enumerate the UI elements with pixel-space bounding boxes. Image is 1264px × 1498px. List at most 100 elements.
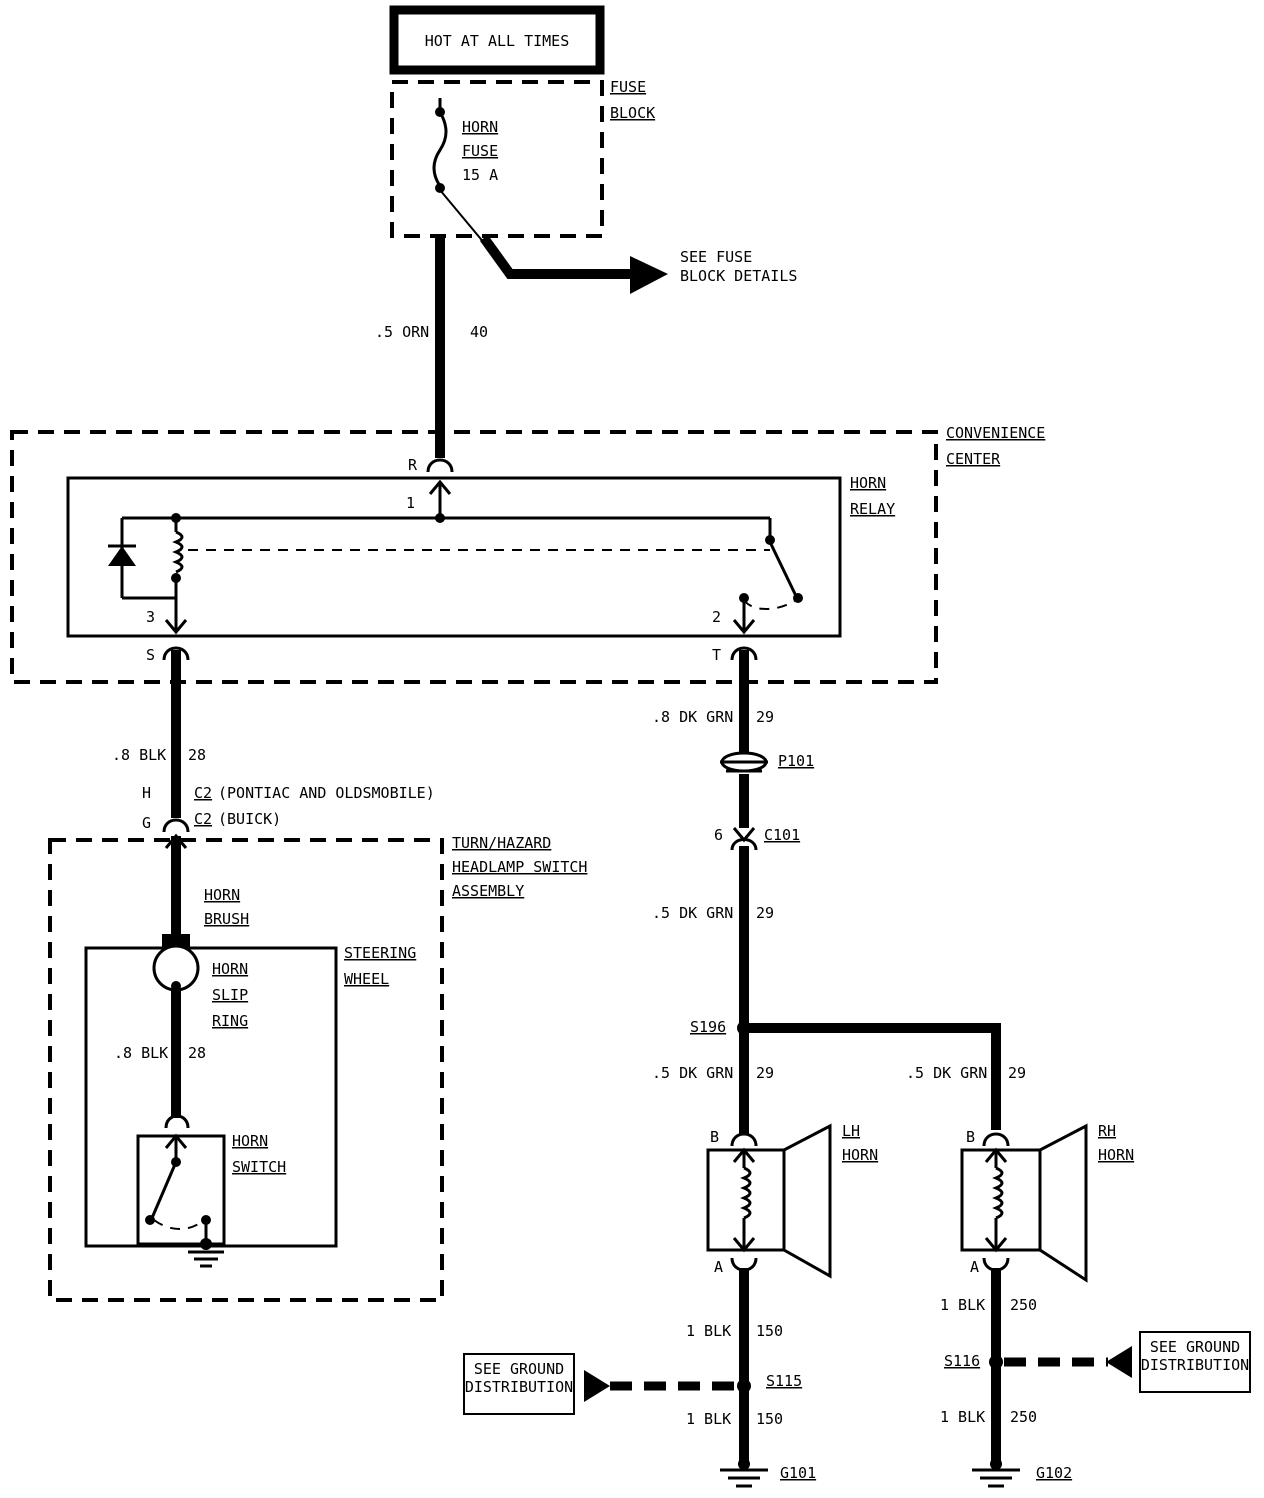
wire-dkgrn-29-c101-gauge: .5 DK GRN bbox=[652, 904, 733, 922]
c101-pin: 6 bbox=[714, 826, 723, 844]
s115-label: S115 bbox=[766, 1372, 802, 1390]
s196-label: S196 bbox=[690, 1018, 726, 1036]
relay-terminal-2: 2 bbox=[712, 608, 721, 626]
wire-blk-150-upper-circuit: 150 bbox=[756, 1322, 783, 1340]
c2-variant-1: (PONTIAC AND OLDSMOBILE) bbox=[218, 784, 435, 802]
horn-fuse-name-2: FUSE bbox=[462, 142, 498, 160]
convenience-center-title-1: CONVENIENCE bbox=[946, 424, 1045, 442]
horn-relay-title-1: HORN bbox=[850, 474, 886, 492]
steering-wheel: STEERING WHEEL bbox=[84, 944, 416, 1248]
wire-orn-40-circuit: 40 bbox=[470, 323, 488, 341]
lh-horn-pin-a: A bbox=[714, 1258, 723, 1276]
rh-horn-pin-b: B bbox=[966, 1128, 975, 1146]
g101-label: G101 bbox=[780, 1464, 816, 1482]
ground-ref-left-2: DISTRIBUTION bbox=[465, 1378, 573, 1396]
horn-switch-label-2: SWITCH bbox=[232, 1158, 286, 1176]
wire-dkgrn-29-relay-circuit: 29 bbox=[756, 708, 774, 726]
convenience-pin-t: T bbox=[712, 646, 721, 664]
c101-label: C101 bbox=[764, 826, 800, 844]
turn-hazard-title-3: ASSEMBLY bbox=[452, 882, 524, 900]
ground-ref-right-box bbox=[1139, 1331, 1251, 1393]
c2-pin-g: G bbox=[142, 814, 151, 832]
lh-horn-bell-icon bbox=[782, 1123, 832, 1279]
fuse-block-ref-2: BLOCK DETAILS bbox=[680, 267, 797, 285]
horn-relay: HORN RELAY 1 3 2 bbox=[66, 474, 895, 638]
g102-label: G102 bbox=[1036, 1464, 1072, 1482]
convenience-pin-r: R bbox=[408, 456, 418, 474]
ground-ref-left-arrow-icon bbox=[584, 1370, 610, 1402]
horn-fuse-rating: 15 A bbox=[462, 166, 498, 184]
relay-terminal-1: 1 bbox=[406, 494, 415, 512]
relay-diode-icon bbox=[108, 546, 136, 566]
connector-s bbox=[162, 646, 190, 661]
p101-label: P101 bbox=[778, 752, 814, 770]
connector-r bbox=[426, 458, 454, 473]
wire-blk-150-lower-circuit: 150 bbox=[756, 1410, 783, 1428]
relay-terminal-3: 3 bbox=[146, 608, 155, 626]
lh-horn-label-1: LH bbox=[842, 1122, 860, 1140]
wire-blk-250-lower-gauge: 1 BLK bbox=[940, 1408, 985, 1426]
ground-ref-right-1: SEE GROUND bbox=[1150, 1338, 1240, 1356]
fuse-block-title-1: FUSE bbox=[610, 78, 646, 96]
connector-t bbox=[730, 646, 758, 661]
connector-c101: 6 C101 bbox=[714, 826, 800, 851]
steering-wheel-label-1: STEERING bbox=[344, 944, 416, 962]
rh-horn-pin-a: A bbox=[970, 1258, 979, 1276]
wire-blk-150-upper-gauge: 1 BLK bbox=[686, 1322, 731, 1340]
ground-g102-icon bbox=[972, 1458, 1020, 1488]
connector-p101: P101 bbox=[720, 751, 814, 773]
turn-hazard-title-1: TURN/HAZARD bbox=[452, 834, 551, 852]
turn-hazard-headlamp-switch-assembly: TURN/HAZARD HEADLAMP SWITCH ASSEMBLY bbox=[48, 834, 587, 1302]
splice-s115: S115 bbox=[737, 1372, 802, 1393]
wire-orn-40-gauge: .5 ORN bbox=[375, 323, 429, 341]
wire-dkgrn-29-lh-gauge: .5 DK GRN bbox=[652, 1064, 733, 1082]
wire-blk-250-upper-circuit: 250 bbox=[1010, 1296, 1037, 1314]
wire-dkgrn-29-c101-circuit: 29 bbox=[756, 904, 774, 922]
wire-dkgrn-29-relay-gauge: .8 DK GRN bbox=[652, 708, 733, 726]
s116-label: S116 bbox=[944, 1352, 980, 1370]
rh-horn-coil-icon bbox=[992, 1166, 1004, 1220]
fuse-block-title-2: BLOCK bbox=[610, 104, 655, 122]
wire-blk-250-upper-gauge: 1 BLK bbox=[940, 1296, 985, 1314]
lh-horn-coil-icon bbox=[740, 1166, 752, 1220]
c2-name-2: C2 bbox=[194, 810, 212, 828]
hot-at-all-times-box: HOT AT ALL TIMES bbox=[389, 5, 605, 75]
convenience-center: CONVENIENCE CENTER R bbox=[10, 424, 1045, 684]
rh-horn-bell-icon bbox=[1038, 1123, 1088, 1283]
horn-slip-ring-label-2: SLIP bbox=[212, 986, 248, 1004]
horn-switch: HORN SWITCH bbox=[136, 1132, 286, 1250]
c2-name-1: C2 bbox=[194, 784, 212, 802]
fuse-block-ref-1: SEE FUSE bbox=[680, 248, 752, 266]
horn-fuse-name-1: HORN bbox=[462, 118, 498, 136]
wire-blk-28-slip-circuit: 28 bbox=[188, 1044, 206, 1062]
ground-ref-right-2: DISTRIBUTION bbox=[1141, 1356, 1249, 1374]
horn-switch-label-1: HORN bbox=[232, 1132, 268, 1150]
wire-blk-150-lower-gauge: 1 BLK bbox=[686, 1410, 731, 1428]
horn-switch-ground-icon bbox=[188, 1250, 224, 1268]
wire-blk-28-circuit: 28 bbox=[188, 746, 206, 764]
rh-horn-label-1: RH bbox=[1098, 1122, 1116, 1140]
fuse-block-details-pointer: SEE FUSE BLOCK DETAILS bbox=[479, 235, 797, 294]
rh-horn: B RH HORN A bbox=[960, 1122, 1134, 1283]
c2-variant-2: (BUICK) bbox=[218, 810, 281, 828]
horn-brush-label-1: HORN bbox=[204, 886, 240, 904]
wire-dkgrn-29-rh-gauge: .5 DK GRN bbox=[906, 1064, 987, 1082]
wire-blk-28-slip-gauge: .8 BLK bbox=[114, 1044, 168, 1062]
turn-hazard-title-2: HEADLAMP SWITCH bbox=[452, 858, 587, 876]
horn-slip-ring-label-1: HORN bbox=[212, 960, 248, 978]
horn-brush-label-2: BRUSH bbox=[204, 910, 249, 928]
wire-blk-28-gauge: .8 BLK bbox=[112, 746, 166, 764]
ground-ref-right-arrow-icon bbox=[1106, 1346, 1132, 1378]
hot-at-all-times-label: HOT AT ALL TIMES bbox=[425, 32, 570, 50]
relay-coil-icon bbox=[172, 530, 184, 574]
horn-fuse-symbol bbox=[432, 111, 448, 187]
c2-pin-h: H bbox=[142, 784, 151, 802]
fuse-block: FUSE BLOCK HORN FUSE 15 A bbox=[390, 78, 655, 263]
wire-blk-250-lower-circuit: 250 bbox=[1010, 1408, 1037, 1426]
lh-horn: B LH HORN A bbox=[706, 1122, 878, 1279]
wire-dkgrn-29-lh-circuit: 29 bbox=[756, 1064, 774, 1082]
ground-ref-left-box bbox=[463, 1353, 575, 1415]
horn-slip-ring-label-3: RING bbox=[212, 1012, 248, 1030]
ground-ref-left-1: SEE GROUND bbox=[474, 1360, 564, 1378]
